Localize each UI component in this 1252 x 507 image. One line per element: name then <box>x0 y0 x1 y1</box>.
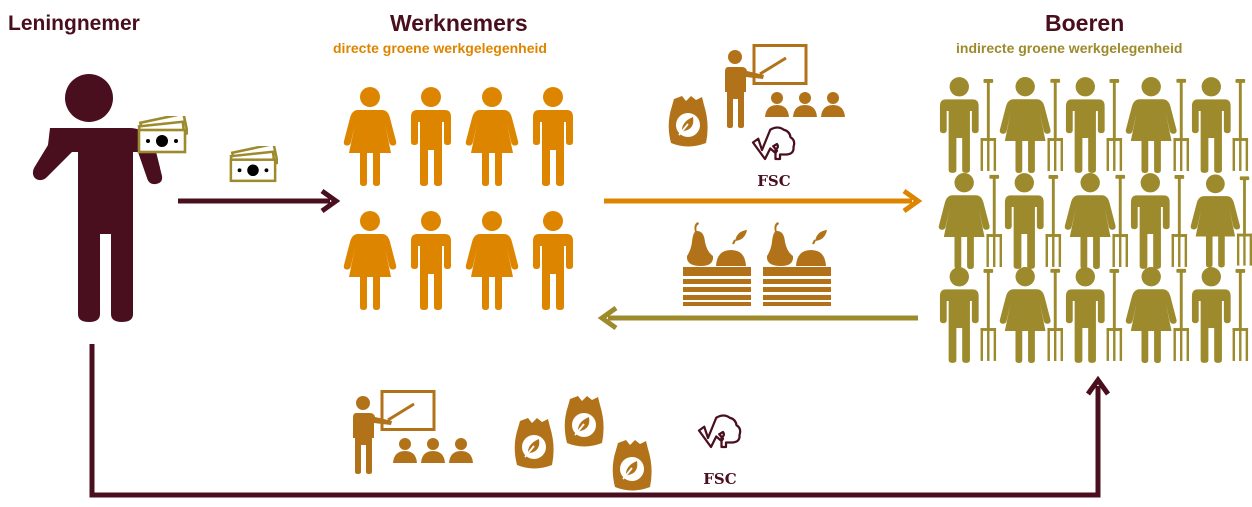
teacher-icon <box>723 44 847 128</box>
borrower-person-icon <box>32 74 163 322</box>
svg-text:FSC: FSC <box>703 470 736 488</box>
employees-group-icon <box>343 87 573 310</box>
employees-title: Werknemers <box>390 10 528 36</box>
arrow-farmers-to-employees <box>597 305 918 331</box>
seed-bag-icon <box>611 440 653 492</box>
fruit-crate-icon <box>763 222 831 306</box>
svg-text:FSC: FSC <box>757 172 790 190</box>
fruit-crate-icon <box>683 222 751 306</box>
farmers-group-icon <box>938 76 1252 363</box>
arrow-employees-to-farmers <box>604 188 923 214</box>
money-in-hand-icon <box>137 116 188 154</box>
fsc-logo-icon: FSC <box>697 414 742 488</box>
arrow-borrower-to-employees <box>178 188 341 214</box>
farmers-subtitle: indirecte groene werkgelegenheid <box>956 40 1183 56</box>
arrow-borrower-to-farmers <box>89 344 1111 498</box>
seed-bag-icon <box>667 96 709 148</box>
employees-subtitle: directe groene werkgelegenheid <box>333 40 547 56</box>
farmers-title: Boeren <box>1045 10 1125 36</box>
money-icon <box>229 146 278 183</box>
fsc-logo-icon: FSC <box>751 126 796 190</box>
teacher-icon <box>351 390 475 474</box>
seed-bag-icon <box>563 396 605 448</box>
borrower-title: Leningnemer <box>8 12 140 35</box>
seed-bag-icon <box>513 418 555 470</box>
